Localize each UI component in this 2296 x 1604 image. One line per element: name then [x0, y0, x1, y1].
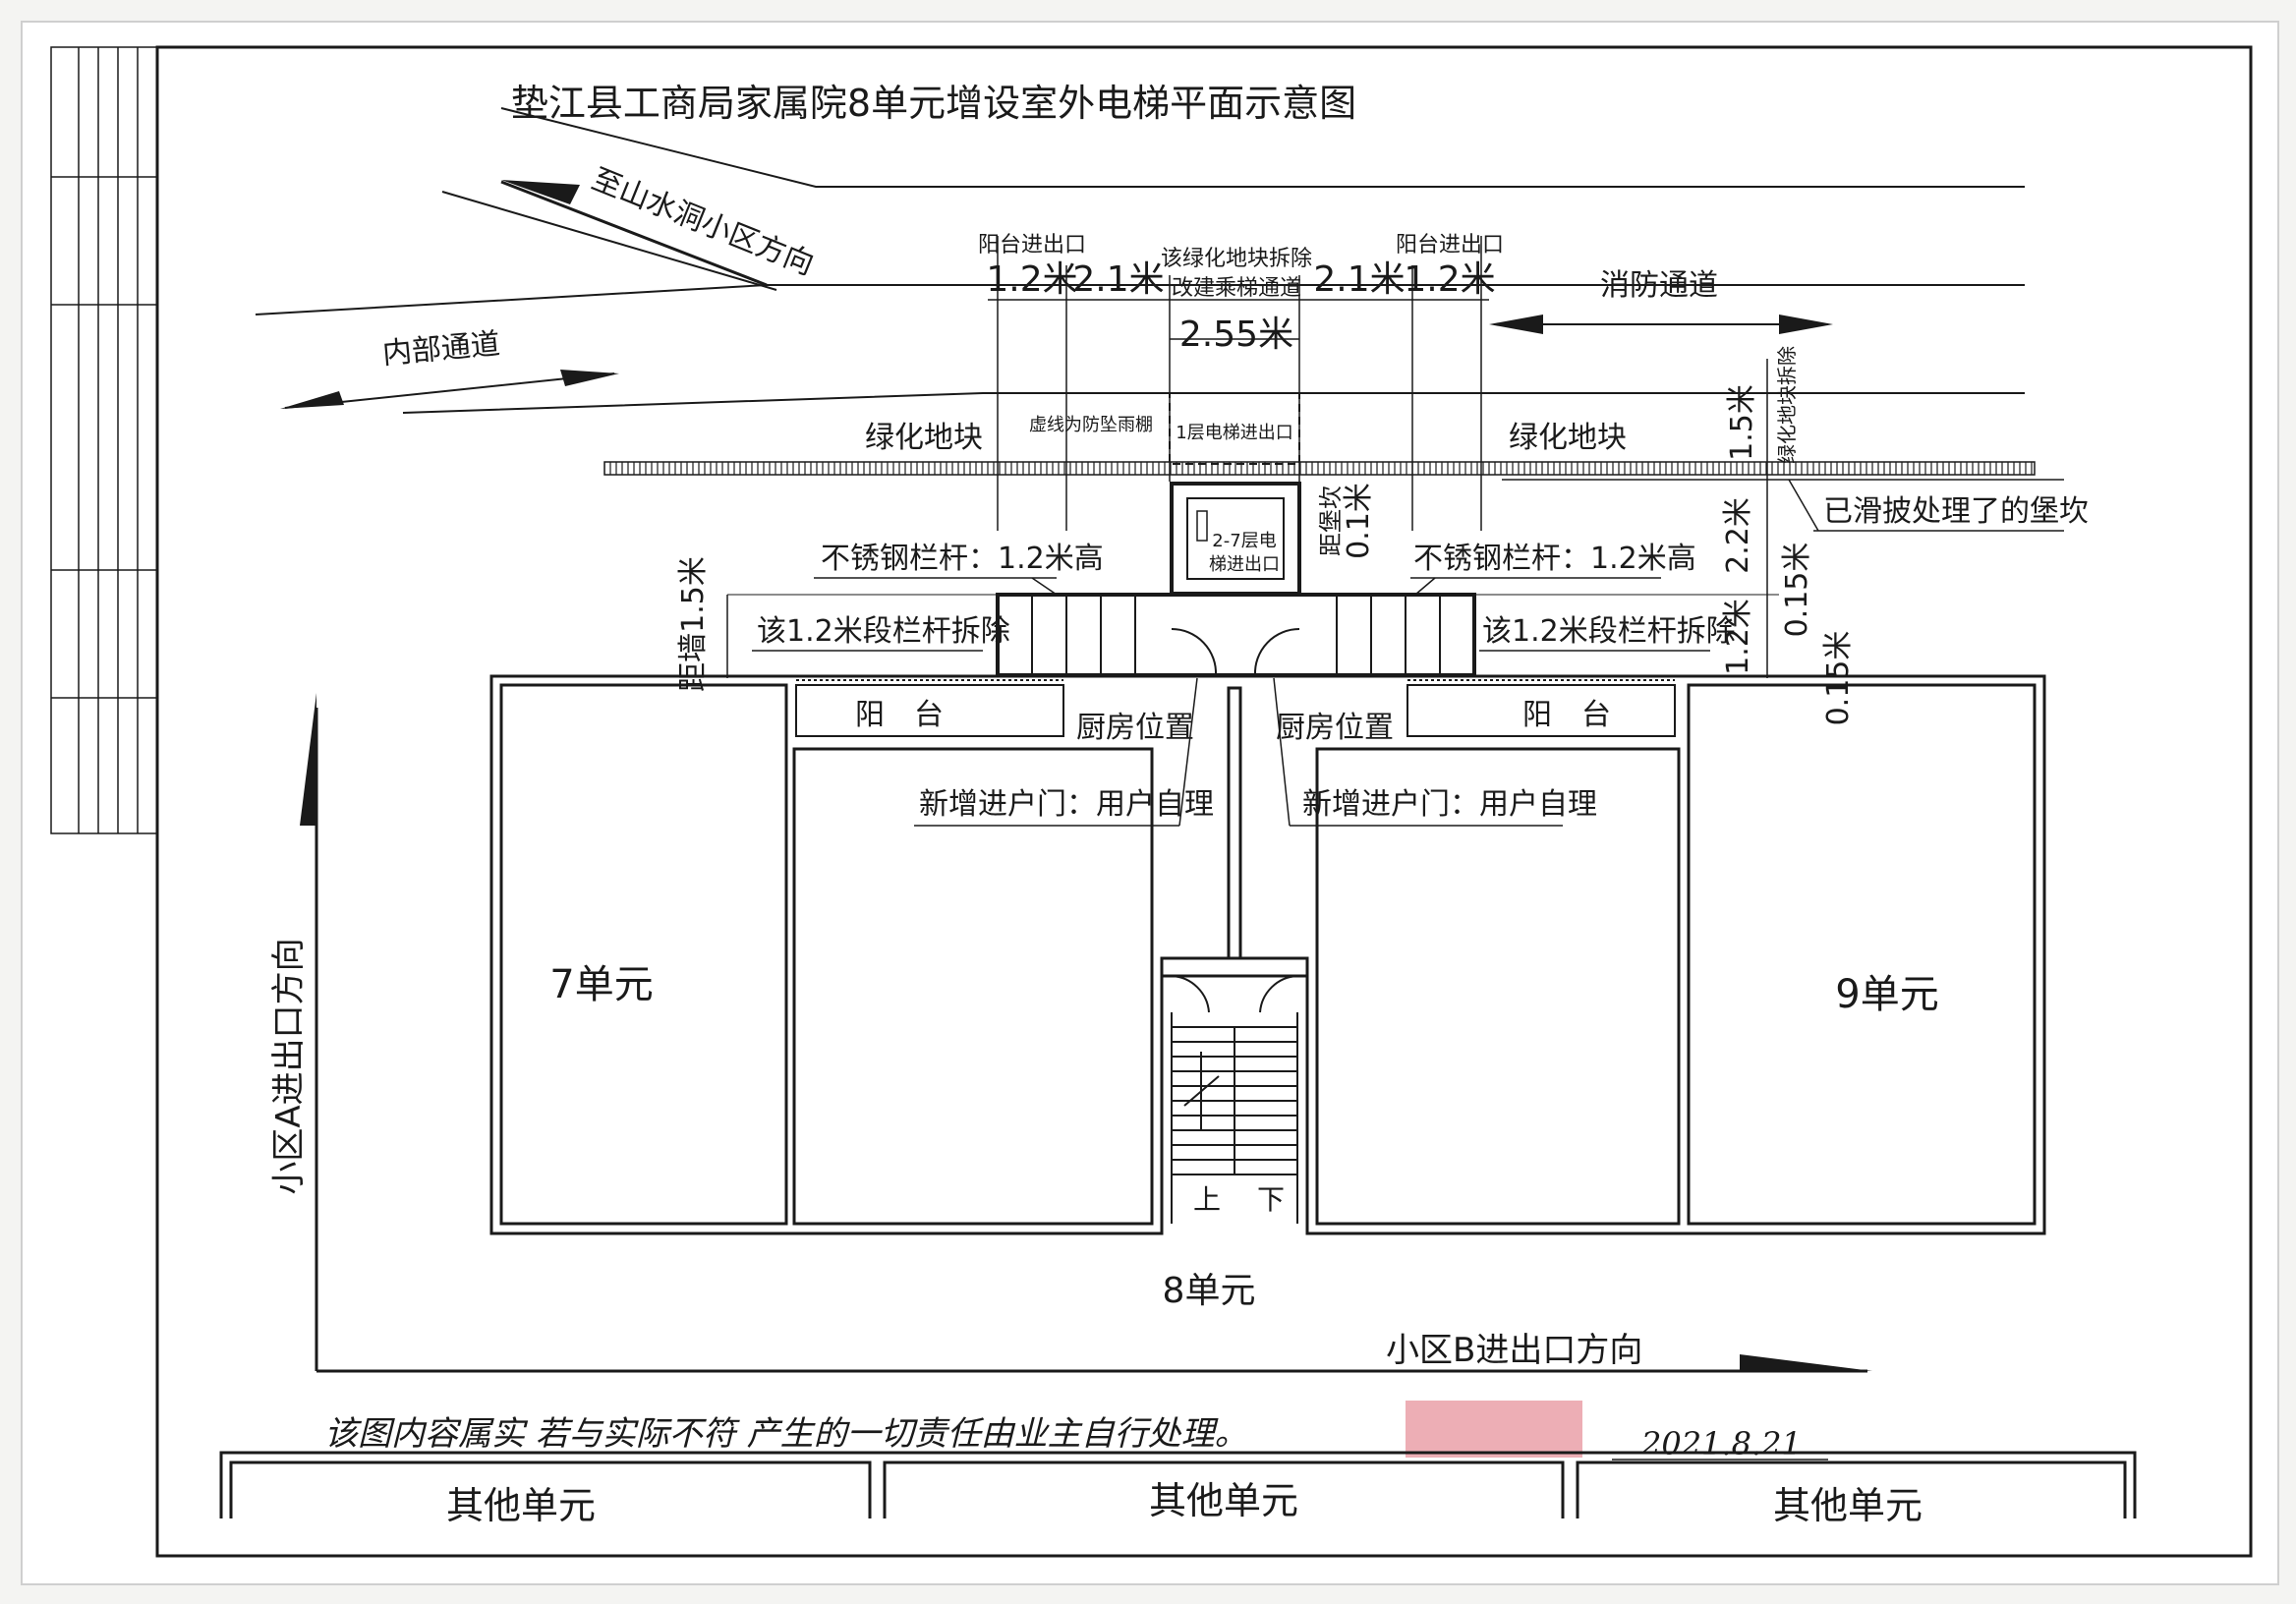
label-elevator-2: 梯进出口	[1209, 554, 1280, 575]
canopy-outline	[1169, 392, 1300, 465]
paper-sheet	[21, 21, 2279, 1585]
other-units-strip	[219, 1451, 2137, 1518]
unit-8-right-room	[1315, 747, 1681, 1226]
label-kitchen-left: 厨房位置	[1076, 711, 1194, 745]
slope-note-leader	[1788, 479, 1819, 532]
retaining-wall-hatch	[603, 461, 2036, 476]
label-balcony-left: 阳 台	[855, 698, 944, 732]
label-kitchen-right: 厨房位置	[1276, 711, 1394, 745]
redacted-signature	[1406, 1401, 1582, 1458]
label-other-unit-2: 其他单元	[1149, 1479, 1298, 1522]
label-community-b: 小区B进出口方向	[1386, 1331, 1642, 1370]
new-door-left-pointer	[1178, 677, 1198, 827]
arrow-shanshuidong	[500, 180, 768, 287]
dim-1-5: 1.5米	[1725, 384, 1759, 461]
dim-2-55: 2.55米	[1179, 315, 1293, 355]
label-elevator-distance: 距堡坎	[1317, 486, 1345, 556]
stairwell	[1160, 956, 1309, 1224]
title-block	[50, 46, 158, 834]
label-elevator-1: 2-7层电	[1212, 531, 1276, 551]
label-railing-right: 不锈钢栏杆：1.2米高	[1413, 542, 1696, 576]
label-remove-right: 该1.2米段栏杆拆除	[1482, 614, 1736, 649]
label-new-door-right: 新增进户门：用户自理	[1302, 787, 1597, 822]
label-other-unit-3: 其他单元	[1773, 1484, 1923, 1527]
dim-elevator-0-1: 0.1米	[1342, 483, 1376, 559]
label-remove-left: 该1.2米段栏杆拆除	[757, 614, 1010, 649]
dim-1-2-left: 1.2米	[986, 259, 1077, 300]
label-canopy-note: 虚线为防坠雨棚	[1029, 415, 1153, 435]
dim-2-2: 2.2米	[1721, 497, 1755, 574]
dim-dist-wall-left: 距墙1.5米	[676, 556, 711, 692]
label-community-a: 小区A进出口方向	[269, 938, 309, 1194]
label-green-right: 绿化地块	[1509, 421, 1627, 455]
handwritten-note: 该图内容属实 若与实际不符 产生的一切责任由业主自行处理。	[324, 1414, 1248, 1454]
label-stair-down: 下	[1257, 1183, 1285, 1216]
railing-right-pointer	[1414, 577, 1436, 596]
building-outline	[489, 674, 2046, 1235]
label-slope-note: 已滑披处理了的堡坎	[1823, 494, 2089, 529]
new-door-right-pointer	[1273, 677, 1291, 827]
balcony-left	[795, 684, 1064, 737]
arrow-internal-road	[280, 370, 619, 409]
unit-9-room	[1687, 683, 2037, 1226]
label-green-remove-2: 改建乘梯通道	[1172, 276, 1301, 301]
label-unit-7: 7单元	[549, 962, 653, 1007]
dim-2-1-left: 2.1米	[1072, 259, 1164, 300]
label-stair-up: 上	[1193, 1183, 1221, 1216]
balcony-right	[1406, 684, 1676, 737]
label-unit-8: 8单元	[1163, 1271, 1256, 1311]
label-other-unit-1: 其他单元	[446, 1484, 596, 1527]
label-balcony-right: 阳 台	[1522, 698, 1611, 732]
dim-2-1-right: 2.1米	[1313, 259, 1405, 300]
page-title: 垫江县工商局家属院8单元增设室外电梯平面示意图	[511, 82, 1356, 125]
label-new-door-left: 新增进户门：用户自理	[919, 787, 1214, 822]
handwritten-date: 2021.8.21	[1640, 1425, 1802, 1462]
label-floor1-entry: 1层电梯进出口	[1176, 423, 1292, 443]
dim-0-15-a: 0.15米	[1780, 543, 1814, 638]
dim-1-2-vertical: 1.2米	[1721, 599, 1755, 675]
railing-left-pointer	[1031, 577, 1058, 596]
label-green-remove-vertical: 绿化地块拆除	[1775, 346, 1799, 464]
label-balcony-exit-left: 阳台进出口	[978, 233, 1086, 258]
label-fire-lane: 消防通道	[1600, 268, 1718, 303]
label-balcony-exit-right: 阳台进出口	[1396, 233, 1504, 258]
arrow-community-a	[300, 693, 1872, 1373]
dim-1-2-right: 1.2米	[1404, 259, 1495, 300]
unit-8-left-room	[792, 747, 1154, 1226]
label-unit-9: 9单元	[1835, 972, 1938, 1017]
label-green-left: 绿化地块	[865, 421, 983, 455]
label-green-remove-1: 该绿化地块拆除	[1161, 247, 1312, 271]
drawing-frame	[155, 45, 2253, 1558]
arrow-fire-lane	[1489, 315, 1833, 334]
dim-0-15-b: 0.15米	[1821, 631, 1856, 726]
label-railing-left: 不锈钢栏杆：1.2米高	[821, 542, 1104, 576]
unit-7-room	[499, 683, 788, 1226]
